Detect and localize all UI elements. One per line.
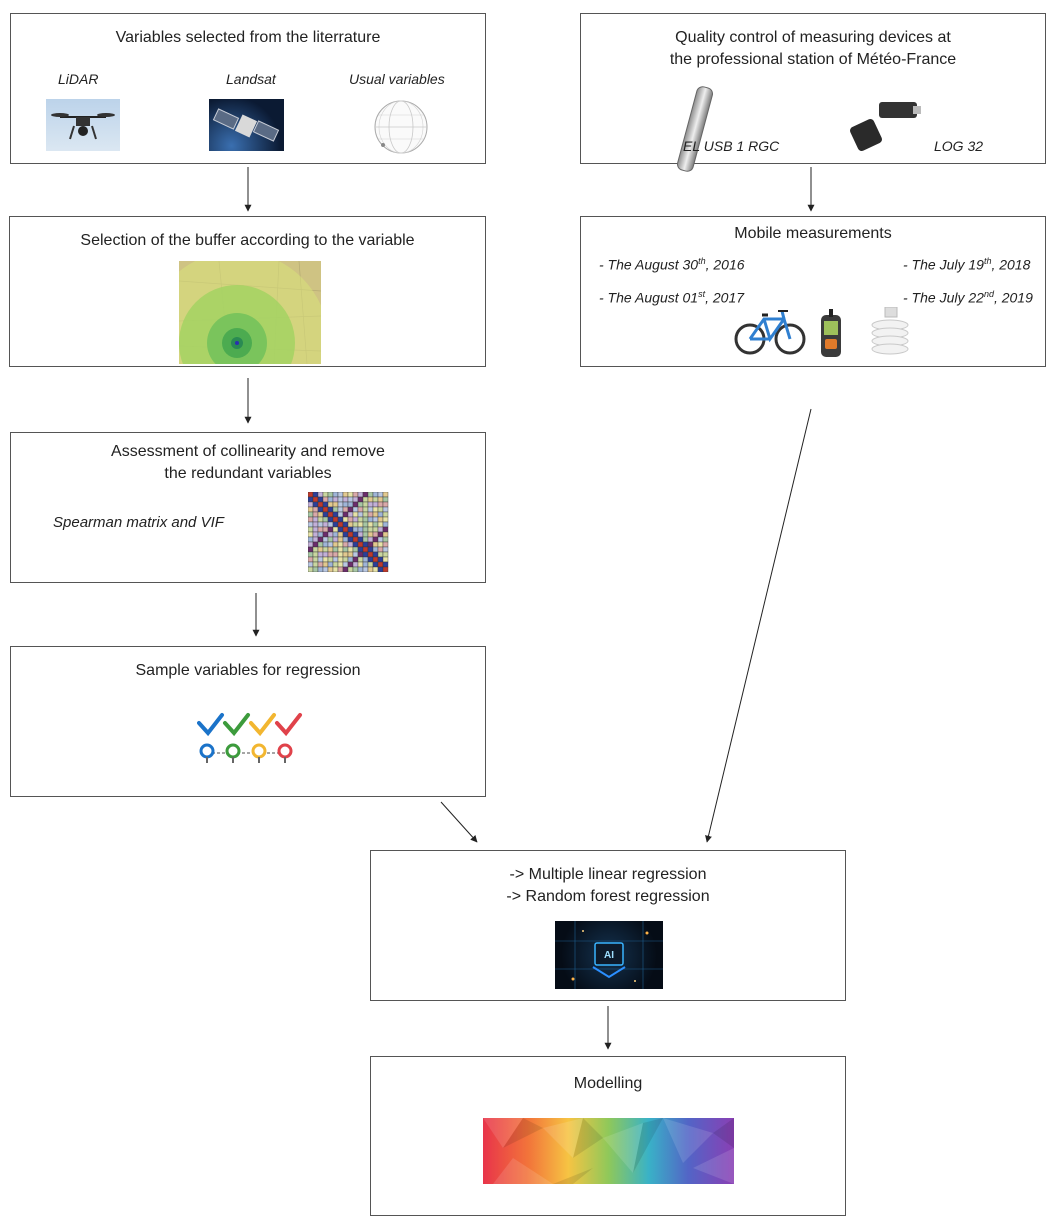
modelling-title: Modelling (573, 1075, 643, 1092)
sample-variables-box: Sample variables for regression (10, 646, 486, 797)
collinearity-box: Assessment of collinearity and remove th… (10, 432, 486, 583)
gps-device-icon (819, 309, 843, 359)
correlation-matrix-image (308, 492, 389, 572)
globe-icon (369, 99, 433, 155)
landsat-label: Landsat (226, 71, 276, 87)
log32-logger-icon (849, 100, 923, 154)
arrow-sample-to-regression (440, 801, 478, 843)
ai-chip-image: AI (555, 921, 663, 989)
log32-label: LOG 32 (934, 138, 984, 154)
quality-control-box: Quality control of measuring devices at … (580, 13, 1046, 172)
checklist-icon (197, 711, 303, 769)
satellite-icon (209, 99, 284, 151)
svg-text:AI: AI (604, 950, 614, 961)
gradient-map-image (483, 1118, 734, 1184)
quality-title-line2: the professional station of Météo-France (669, 51, 957, 68)
lidar-label: LiDAR (58, 71, 99, 87)
regression-line2: -> Random forest regression (506, 888, 710, 905)
regression-line1: -> Multiple linear regression (509, 866, 707, 883)
bicycle-icon (734, 305, 806, 357)
arrow-mobile-to-regression (705, 408, 812, 843)
date-2016: - The August 30th, 2016 (599, 256, 745, 273)
mobile-measurements-box: Mobile measurements - The August 30th, 2… (580, 216, 1046, 367)
radiation-shield-icon (867, 307, 913, 359)
quality-title-line1: Quality control of measuring devices at (675, 29, 951, 46)
buffer-title: Selection of the buffer according to the… (80, 232, 415, 249)
regression-box: -> Multiple linear regression -> Random … (370, 850, 846, 1001)
drone-icon (46, 99, 120, 151)
usual-variables-label: Usual variables (349, 71, 445, 87)
collinearity-title-line2: the redundant variables (164, 465, 332, 482)
date-2017: - The August 01st, 2017 (599, 289, 745, 306)
buffer-box: Selection of the buffer according to the… (9, 216, 486, 367)
spearman-label: Spearman matrix and VIF (53, 514, 224, 531)
mobile-title: Mobile measurements (734, 225, 892, 242)
date-2019: - The July 22nd, 2019 (903, 289, 1033, 306)
variables-title: Variables selected from the literrature (115, 29, 381, 46)
variables-box: Variables selected from the literrature … (10, 13, 486, 164)
modelling-box: Modelling (370, 1056, 846, 1216)
sample-title: Sample variables for regression (135, 662, 361, 679)
el-usb-label: EL USB 1 RGC (683, 138, 780, 154)
usb-logger-icon (673, 84, 719, 174)
date-2018: - The July 19th, 2018 (903, 256, 1031, 273)
buffer-map-image (179, 261, 321, 364)
collinearity-title-line1: Assessment of collinearity and remove (111, 443, 385, 460)
